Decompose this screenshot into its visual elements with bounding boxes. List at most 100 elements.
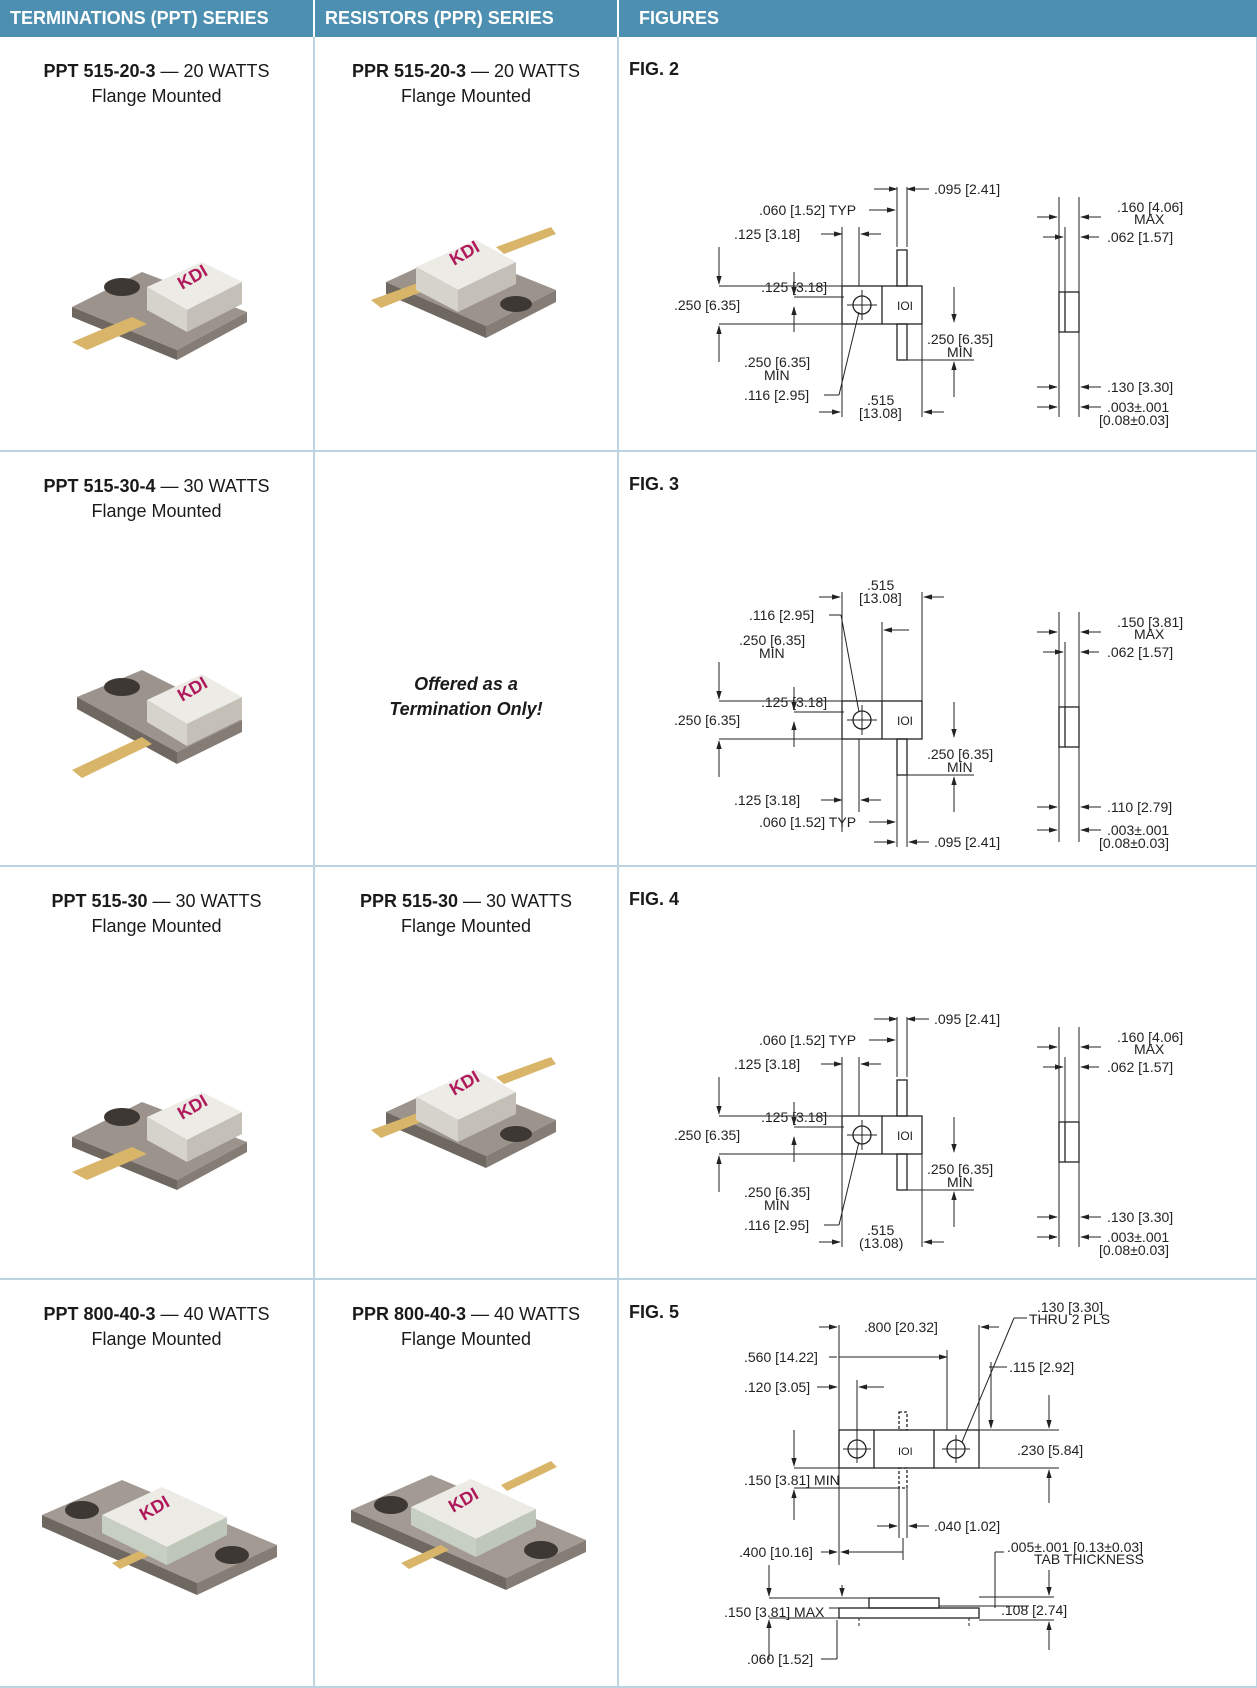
figure-cell: FIG. 5 IOI .800 [20.32] .130 [3.30] THRU	[618, 1279, 1257, 1688]
dim-label: .003±.001	[1107, 399, 1169, 415]
ppt-cell: PPT 515-20-3 — 20 WATTS Flange Mounted K…	[0, 37, 315, 452]
dim-label: .116 [2.95]	[749, 607, 814, 623]
dim-label: .125 [3.18]	[734, 226, 800, 242]
dim-label: .060 [1.52] TYP	[759, 814, 856, 830]
dim-label: [13.08]	[859, 590, 902, 606]
dim-label: TAB THICKNESS	[1034, 1551, 1144, 1567]
ppr-cell: Offered as a Termination Only!	[314, 451, 619, 867]
flange-termination-image: KDI	[41, 1480, 277, 1595]
dim-label: .250 [6.35]	[927, 1161, 993, 1177]
dim-label: MIN	[759, 645, 785, 661]
dim-label: .515	[867, 1222, 894, 1238]
product-title: PPR 515-20-3 — 20 WATTS Flange Mounted	[315, 37, 617, 109]
flange-resistor-image: KDI	[371, 227, 556, 338]
dim-label: .150 [3.81]	[1117, 614, 1183, 630]
dim-label: .560 [14.22]	[744, 1349, 818, 1365]
ppr-cell: PPR 800-40-3 — 40 WATTS Flange Mounted K…	[314, 1279, 619, 1688]
figure-5-drawing: IOI .800 [20.32] .130 [3.30] THRU 2 PLS …	[724, 1299, 1144, 1667]
figure-label: FIG. 3	[629, 474, 680, 494]
table-row: PPT 800-40-3 — 40 WATTS Flange Mounted K…	[0, 1279, 1257, 1688]
dim-label: .160 [4.06]	[1117, 1029, 1183, 1045]
dim-label: .250 [6.35]	[739, 632, 805, 648]
figure-label: FIG. 4	[629, 889, 680, 909]
dim-label: THRU 2 PLS	[1029, 1311, 1110, 1327]
mount-type: Flange Mounted	[91, 916, 222, 936]
dim-label: .116 [2.95]	[744, 1217, 809, 1233]
dim-label: .515	[867, 392, 894, 408]
dim-label: .250 [6.35]	[744, 354, 810, 370]
model-number: PPT 515-20-3	[43, 61, 156, 81]
dim-label: .150 [3.81] MIN	[744, 1472, 840, 1488]
svg-text:IOI: IOI	[897, 299, 913, 313]
flange-termination-image: KDI	[71, 261, 247, 360]
svg-text:IOI: IOI	[897, 714, 913, 728]
mount-type: Flange Mounted	[400, 86, 532, 106]
flange-termination-image: KDI	[71, 670, 242, 778]
table-row: PPT 515-20-3 — 20 WATTS Flange Mounted K…	[0, 37, 1257, 452]
figure-label: FIG. 5	[629, 1302, 680, 1322]
dim-label: MAX	[1134, 626, 1165, 642]
ppt-cell: PPT 515-30-4 — 30 WATTS Flange Mounted K…	[0, 451, 315, 867]
product-title: PPT 515-20-3 — 20 WATTS Flange Mounted	[0, 37, 313, 109]
dim-label: .062 [1.57]	[1107, 644, 1173, 660]
dim-label: .125 [3.18]	[734, 1056, 800, 1072]
dim-label: .108 [2.74]	[1001, 1602, 1067, 1618]
dim-label: .250 [6.35]	[744, 1184, 810, 1200]
dim-label: MIN	[947, 344, 973, 360]
dim-label: [0.08±0.03]	[1099, 835, 1169, 851]
header-figures: FIGURES	[618, 0, 1257, 37]
model-number: PPR 515-20-3	[351, 61, 467, 81]
dim-label: MIN	[764, 1197, 790, 1213]
model-number: PPT 515-30-4	[43, 476, 156, 496]
dim-label: MAX	[1134, 1041, 1165, 1057]
dim-label: .110 [2.79]	[1107, 799, 1172, 815]
dim-label: .062 [1.57]	[1107, 229, 1173, 245]
header-row: TERMINATIONS (PPT) SERIES RESISTORS (PPR…	[0, 0, 1257, 37]
dim-label: .003±.001	[1107, 822, 1169, 838]
power-rating: — 20 WATTS	[466, 61, 581, 81]
mount-type: Flange Mounted	[91, 86, 222, 106]
dim-label: MIN	[764, 367, 790, 383]
dim-label: .400 [10.16]	[739, 1544, 813, 1560]
dim-label: .060 [1.52]	[747, 1651, 813, 1667]
dim-label: .160 [4.06]	[1117, 199, 1183, 215]
power-rating: — 30 WATTS	[458, 891, 573, 911]
dim-label: [0.08±0.03]	[1099, 412, 1169, 428]
dim-label: .125 [3.18]	[734, 792, 800, 808]
termination-only-note: Offered as a Termination Only!	[315, 672, 617, 722]
dim-label: .250 [6.35]	[674, 712, 740, 728]
dim-label: .005±.001 [0.13±0.03]	[1007, 1539, 1143, 1555]
power-rating: — 40 WATTS	[155, 1304, 270, 1324]
dim-label: .250 [6.35]	[927, 746, 993, 762]
dim-label: .062 [1.57]	[1107, 1059, 1173, 1075]
dim-label: .120 [3.05]	[744, 1379, 810, 1395]
ppr-cell: PPR 515-30 — 30 WATTS Flange Mounted KDI	[314, 866, 619, 1280]
ppr-cell: PPR 515-20-3 — 20 WATTS Flange Mounted K…	[314, 37, 619, 452]
dim-label: .130 [3.30]	[1107, 1209, 1173, 1225]
dim-label: .060 [1.52] TYP	[759, 1032, 856, 1048]
product-title: PPT 800-40-3 — 40 WATTS Flange Mounted	[0, 1280, 313, 1352]
header-terminations: TERMINATIONS (PPT) SERIES	[0, 0, 315, 37]
flange-resistor-image: KDI	[351, 1461, 586, 1590]
figure-4-drawing: IOI .095 [2.41] .060 [1.52] TYP .125 [3.…	[674, 1011, 1183, 1258]
dim-label: .130 [3.30]	[1037, 1299, 1103, 1315]
product-title: PPT 515-30-4 — 30 WATTS Flange Mounted	[0, 452, 313, 524]
dim-label: .095 [2.41]	[934, 181, 1000, 197]
flange-termination-image: KDI	[71, 1091, 247, 1190]
table-row: PPT 515-30-4 — 30 WATTS Flange Mounted K…	[0, 451, 1257, 867]
note-line-1: Offered as a	[414, 674, 518, 694]
flange-resistor-image: KDI	[371, 1057, 556, 1168]
dim-label: [13.08]	[859, 405, 902, 421]
figure-cell: FIG. 4 IOI .095 [2.41] .060 [1.52] TYP	[618, 866, 1257, 1280]
header-resistors: RESISTORS (PPR) SERIES	[314, 0, 619, 37]
dim-label: .060 [1.52] TYP	[759, 202, 856, 218]
dim-label: (13.08)	[859, 1235, 903, 1251]
dim-label: .095 [2.41]	[934, 834, 1000, 850]
ppt-cell: PPT 515-30 — 30 WATTS Flange Mounted KDI	[0, 866, 315, 1280]
dim-label: .250 [6.35]	[674, 1127, 740, 1143]
dim-label: .250 [6.35]	[927, 331, 993, 347]
power-rating: — 20 WATTS	[155, 61, 270, 81]
svg-text:IOI: IOI	[898, 1446, 913, 1458]
figure-2-drawing: IOI .095 [2.41] .060 [1.52] TYP .125 [3.…	[674, 181, 1183, 428]
